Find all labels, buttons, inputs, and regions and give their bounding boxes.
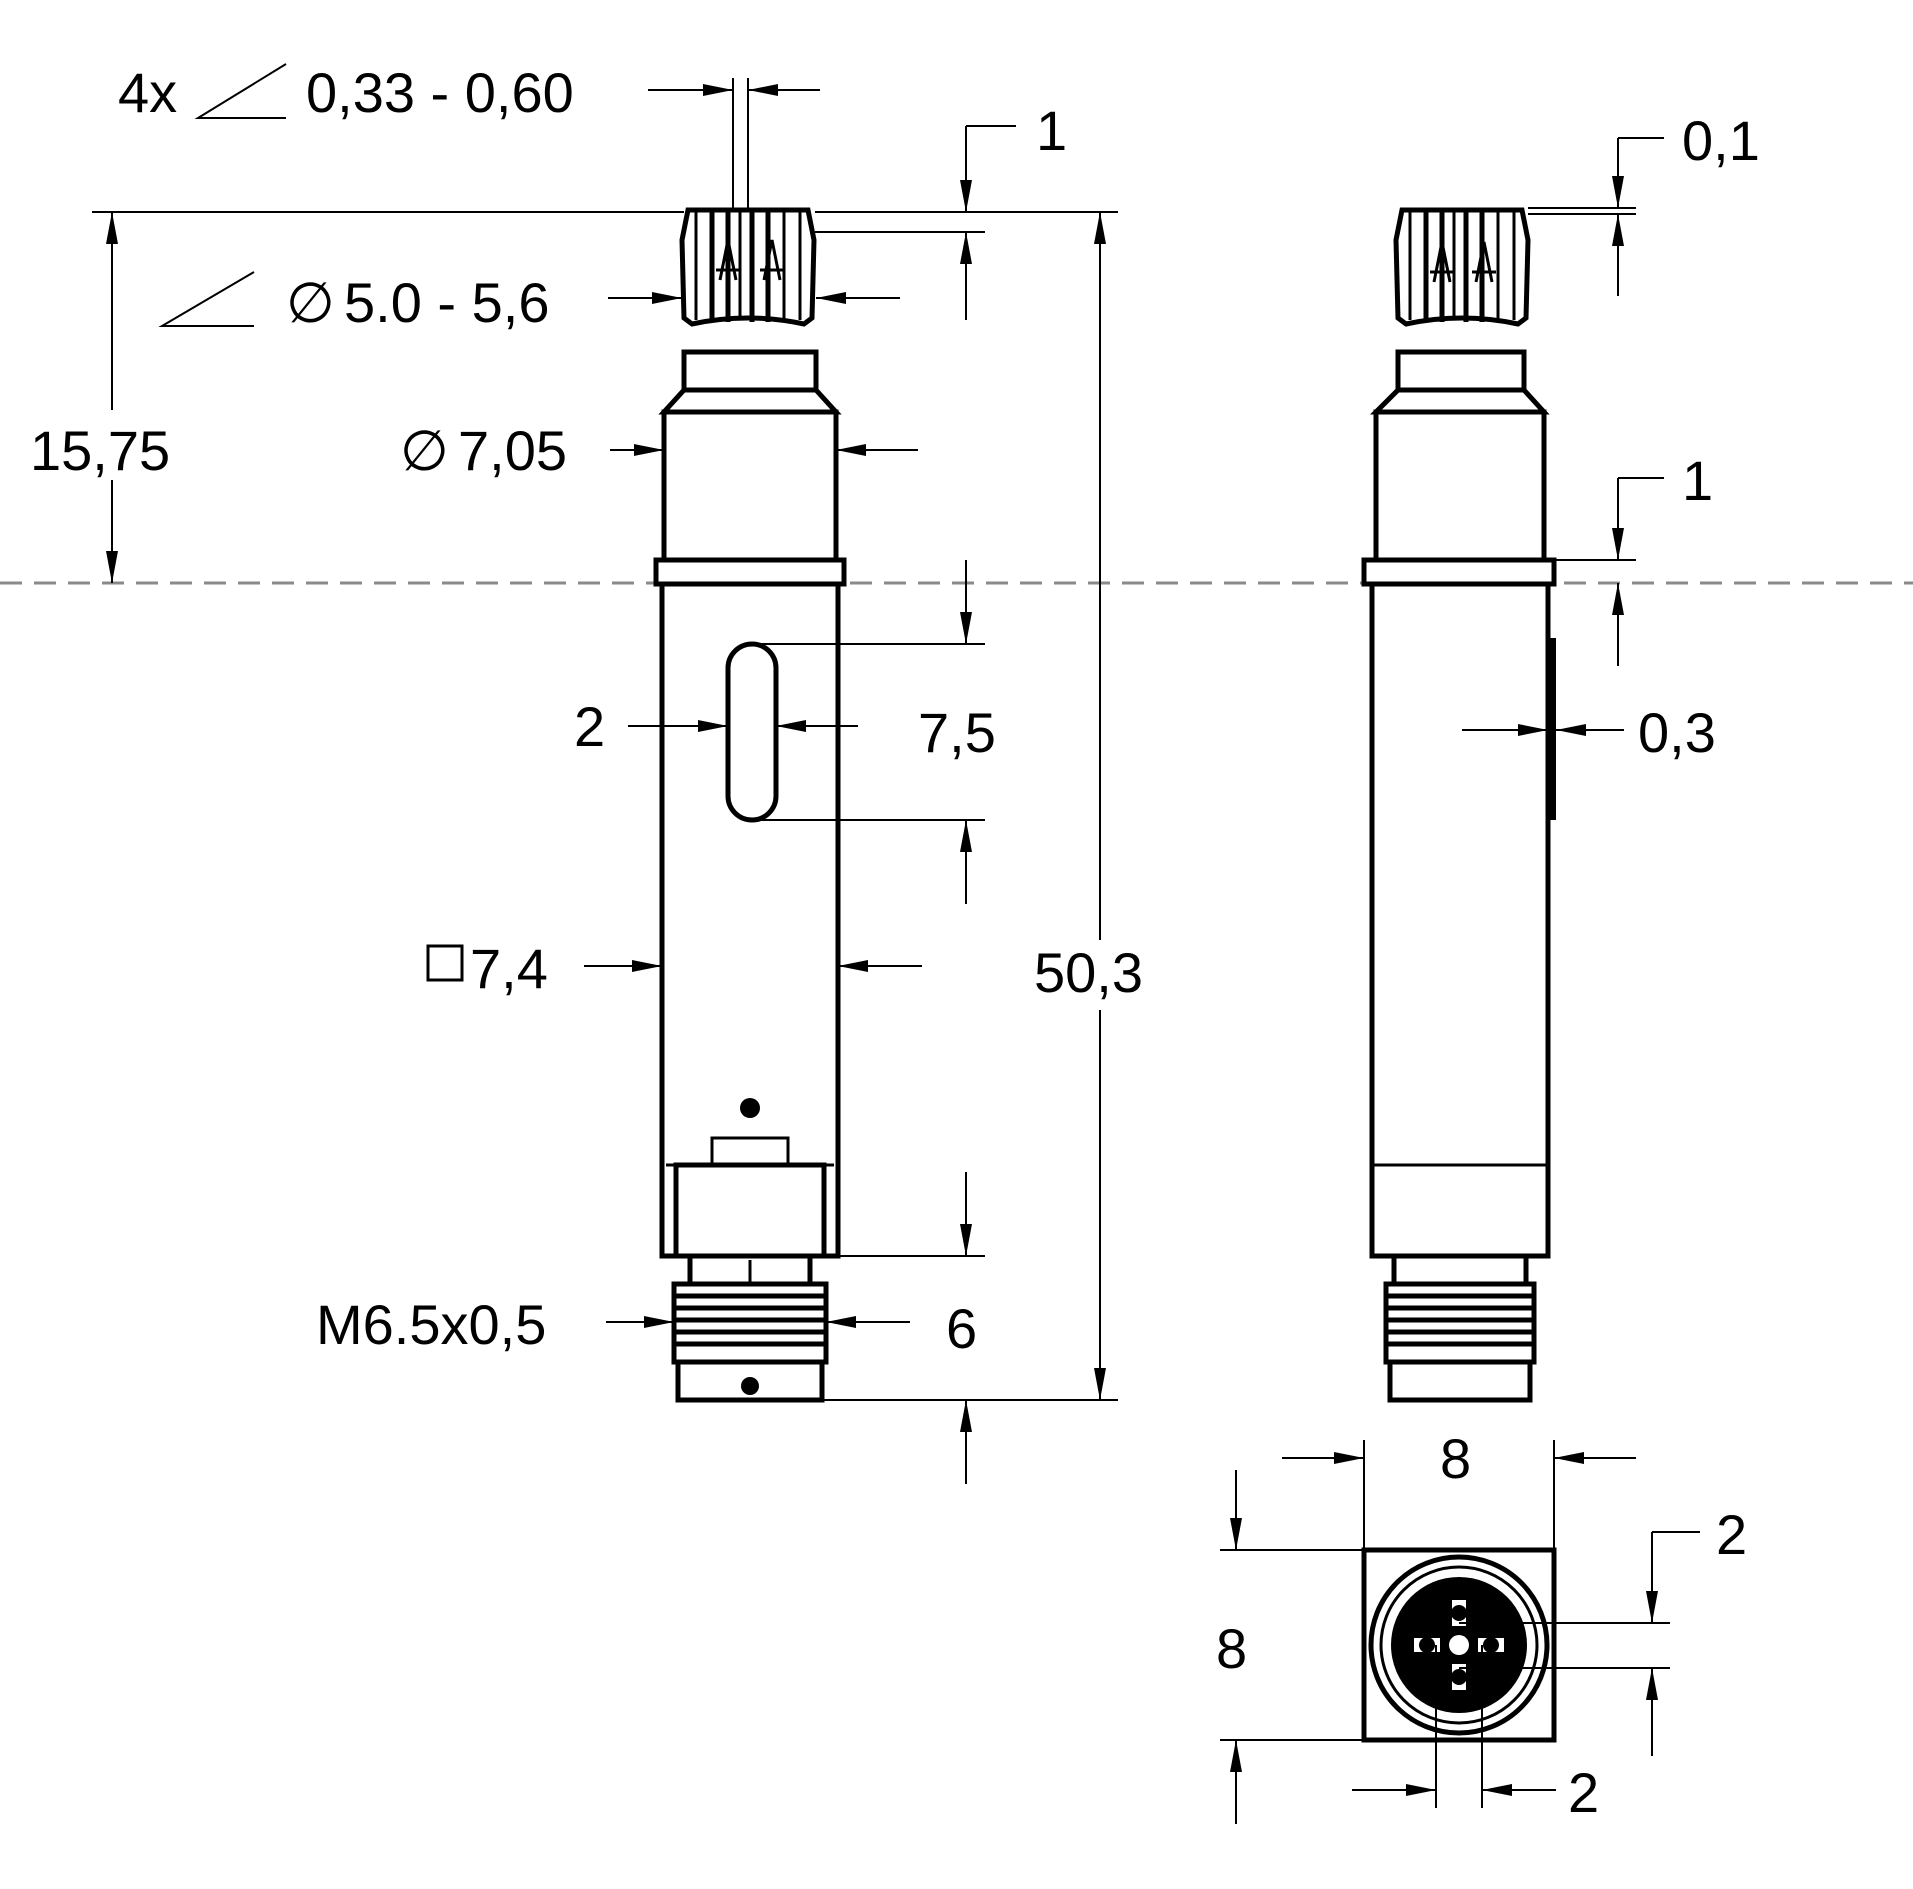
side-neck — [1395, 349, 1527, 393]
front-pin-head — [679, 207, 817, 327]
pin-circle-dia-symbol: ∅ — [286, 271, 335, 334]
side-tip — [1387, 1359, 1533, 1403]
thread-length: 6 — [946, 1297, 977, 1360]
square-symbol — [426, 944, 464, 982]
angle-symbol-2 — [158, 271, 255, 327]
end-pin-spacing-h: 2 — [1568, 1761, 1599, 1824]
front-collar — [653, 557, 847, 587]
side-body — [1369, 581, 1551, 1259]
end-width: 8 — [1440, 1427, 1471, 1490]
slot-length: 7,5 — [918, 701, 996, 764]
side-top-offset: 0,1 — [1682, 109, 1760, 172]
front-view — [653, 207, 847, 1403]
side-collar — [1361, 557, 1557, 587]
end-pin-spacing-v: 2 — [1716, 1503, 1747, 1566]
front-dimensions: 4x 0,33 - 0,60 1 ∅ 5.0 - 5,6 ∅ 7,05 — [30, 61, 1178, 1484]
side-dimensions: 0,1 1 0,3 — [1462, 109, 1760, 764]
front-neck — [681, 349, 819, 393]
front-marker-dot — [740, 1098, 760, 1118]
angle-symbol-1 — [194, 63, 287, 119]
end-height: 8 — [1216, 1617, 1247, 1680]
pin-width-label: 0,33 - 0,60 — [306, 61, 574, 124]
body-square: 7,4 — [470, 937, 548, 1000]
side-view — [1361, 207, 1557, 1403]
side-pin-head — [1393, 207, 1531, 327]
end-dimensions: 8 8 2 2 — [1216, 1427, 1747, 1824]
head-dia-symbol: ∅ — [400, 419, 449, 482]
side-thread-base — [1391, 1253, 1529, 1287]
front-top-offset: 1 — [1036, 99, 1067, 162]
side-taper — [1369, 387, 1550, 415]
side-label-thickness: 0,3 — [1638, 701, 1716, 764]
head-dia: 7,05 — [458, 419, 567, 482]
slot-width: 2 — [574, 695, 605, 758]
front-tip-dot — [741, 1377, 759, 1395]
head-height: 15,75 — [30, 419, 170, 482]
side-label — [1548, 638, 1556, 820]
side-collar-height: 1 — [1682, 449, 1713, 512]
pin-angle-count: 4x — [118, 61, 177, 124]
end-view — [1361, 1547, 1557, 1743]
front-bottom-block — [673, 1162, 827, 1259]
thread-label: M6.5x0,5 — [316, 1293, 546, 1356]
front-slot — [725, 641, 779, 823]
total-length: 50,3 — [1034, 941, 1143, 1004]
pin-circle-dia: 5.0 - 5,6 — [344, 271, 549, 334]
side-cylinder — [1373, 409, 1547, 563]
front-cylinder — [661, 409, 839, 563]
front-taper — [658, 387, 842, 415]
end-inner-ring — [1379, 1565, 1539, 1725]
